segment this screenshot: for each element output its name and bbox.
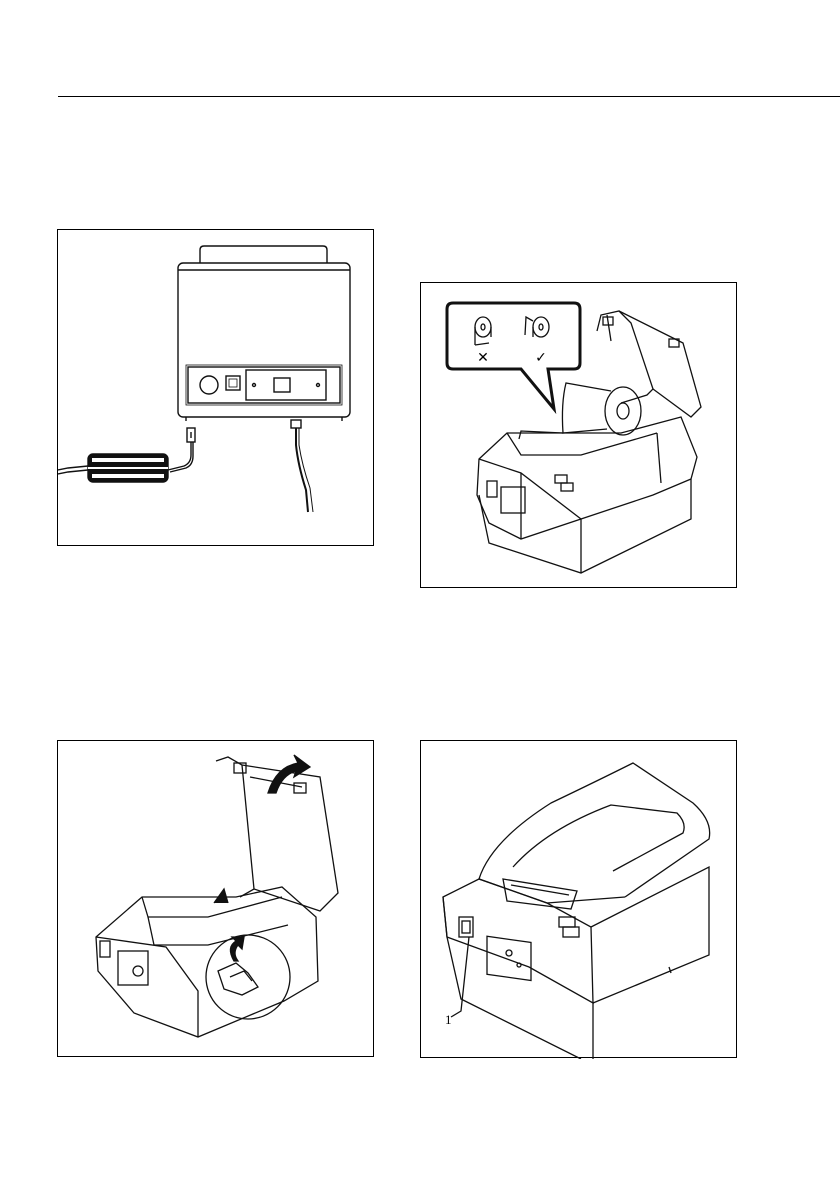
printer-front-illustration: 1 — [421, 741, 738, 1059]
callout-number: 1 — [445, 1012, 452, 1027]
printer-cover-open-illustration — [58, 741, 375, 1058]
right-mark: ✓ — [535, 350, 547, 366]
header-rule — [58, 96, 840, 97]
figure-printer-front-panel: 1 — [420, 740, 737, 1058]
wrong-mark: ✕ — [477, 350, 489, 366]
figure-paper-roll-panel: ✕ ✓ — [420, 282, 737, 588]
figure-connection-panel — [57, 229, 374, 546]
printer-rear-connection-illustration — [58, 230, 375, 547]
paper-roll-loading-illustration: ✕ ✓ — [421, 283, 738, 589]
figure-open-cover-panel — [57, 740, 374, 1057]
